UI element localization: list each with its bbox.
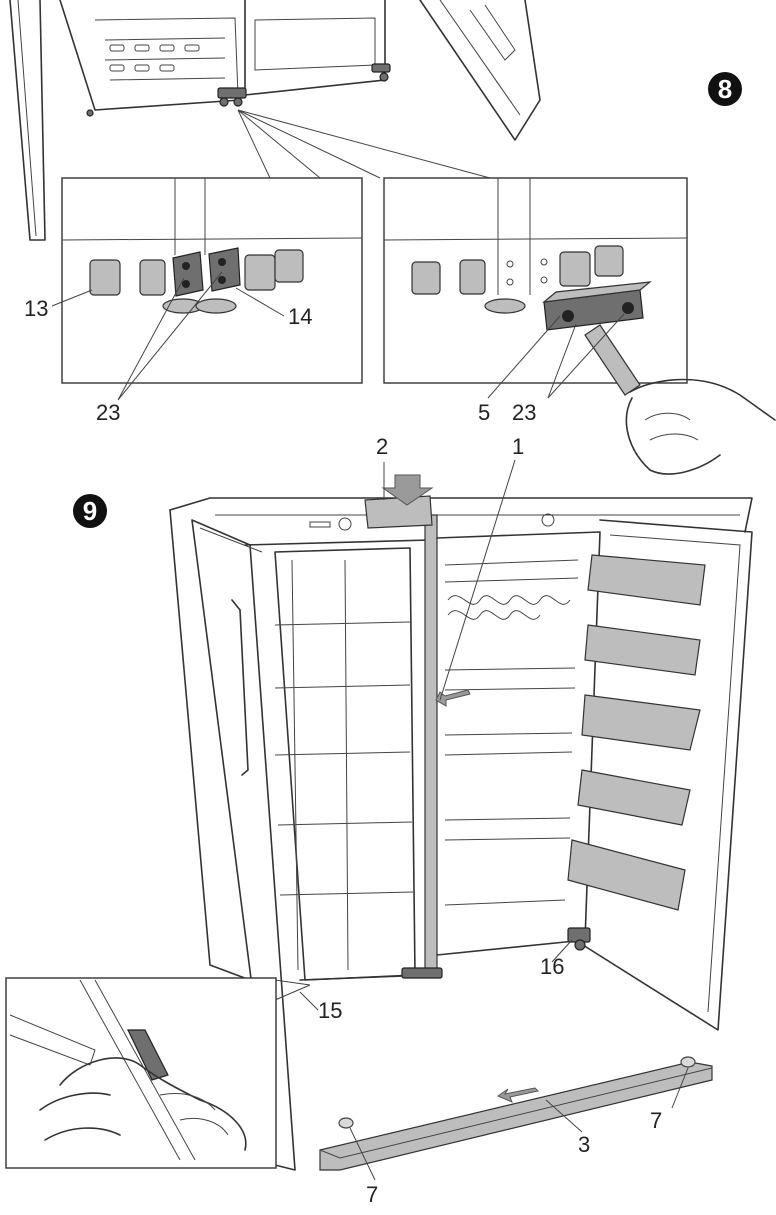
callout-14: 14: [288, 304, 313, 329]
step8-fridge-bottom: [9, 0, 541, 241]
callout-3: 3: [578, 1132, 591, 1157]
step-8-badge: 8: [708, 72, 742, 106]
callout-15: 15: [318, 998, 343, 1023]
inset-zoom-lines: [274, 979, 311, 1001]
step8-detail-right: [383, 177, 776, 475]
callout-23-right: 23: [512, 400, 537, 425]
step-8-number: 8: [717, 73, 733, 104]
step9-fridge: [169, 459, 753, 1171]
step8-detail-left: [51, 177, 363, 401]
callout-7-right: 7: [650, 1108, 663, 1133]
callout-23-left: 23: [96, 400, 121, 425]
callout-7-bottom: 7: [366, 1182, 379, 1207]
step-9-number: 9: [82, 495, 98, 526]
callout-13: 13: [24, 296, 49, 321]
callout-1: 1: [512, 434, 525, 459]
step9-inset-detail: [5, 977, 277, 1169]
callout-5: 5: [478, 400, 491, 425]
callout-16: 16: [540, 954, 565, 979]
step-9-badge: 9: [73, 494, 107, 528]
base-plinth: [319, 1056, 713, 1181]
callout-2: 2: [376, 434, 389, 459]
